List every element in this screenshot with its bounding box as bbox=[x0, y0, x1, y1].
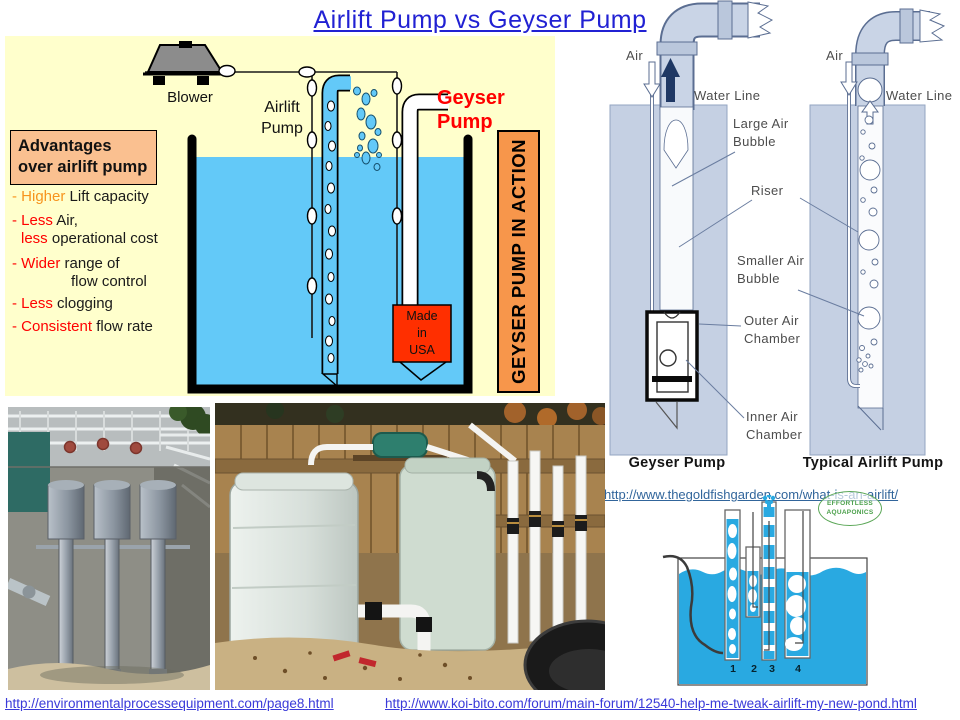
airlift-pump-pipe bbox=[321, 74, 351, 388]
water-line-label-right: Water Line bbox=[886, 88, 953, 103]
airlift-pump-art bbox=[840, 8, 946, 431]
tube-number-2: 2 bbox=[751, 663, 757, 675]
inner-air-chamber-label: Inner Air Chamber bbox=[746, 409, 803, 442]
bullet-highlight: - Wider bbox=[12, 255, 61, 272]
red-valve-handles bbox=[332, 650, 377, 668]
banner-label: GEYSER PUMP IN ACTION bbox=[507, 139, 529, 384]
advantage-bullet: less operational cost bbox=[21, 230, 158, 247]
water-line-label-left: Water Line bbox=[694, 88, 761, 103]
leader-lines bbox=[671, 151, 865, 419]
bullet-text: flow rate bbox=[92, 318, 153, 335]
large-air-bubble-label: Large Air Bubble bbox=[733, 116, 789, 149]
bullet-highlight: - Consistent bbox=[12, 318, 93, 335]
tube-1 bbox=[724, 509, 741, 661]
bullet-text: Air, bbox=[52, 212, 78, 229]
caption-typical-airlift-pump: Typical Airlift Pump bbox=[802, 455, 944, 471]
air-pump bbox=[372, 432, 428, 458]
bullet-highlight: less bbox=[21, 230, 48, 247]
blower-icon bbox=[143, 41, 233, 85]
geyser-pump-in-action-banner: GEYSER PUMP IN ACTION bbox=[497, 130, 540, 393]
geyser-pump-art bbox=[643, 0, 774, 430]
airlift-pump-label: Airlift Pump bbox=[261, 99, 303, 137]
advantages-box: Advantages over airlift pump bbox=[10, 130, 157, 185]
photo-industrial-airlift-pumps bbox=[8, 407, 210, 690]
made-in-usa-box bbox=[392, 304, 452, 381]
airlift-vs-geyser-diagram: Blower Airlift Pump Geyser Pump Advantag… bbox=[5, 36, 555, 396]
made-in-usa-label: Made in USA bbox=[406, 309, 438, 357]
advantage-bullet: - Higher Lift capacity bbox=[12, 188, 149, 205]
flow-up-arrow bbox=[661, 58, 680, 102]
geyser-pump-pipe bbox=[401, 93, 449, 307]
geyser-vs-airlift-cutaway-diagram bbox=[609, 0, 946, 456]
bullet-highlight: - Higher bbox=[12, 188, 66, 205]
outer-air-chamber-label: Outer Air Chamber bbox=[744, 313, 801, 346]
advantage-bullet: - Wider range of bbox=[12, 255, 120, 272]
small-bubbles bbox=[856, 115, 881, 373]
photo-backyard-airlift-setup bbox=[215, 403, 605, 690]
riser-label: Riser bbox=[751, 183, 784, 198]
geyser-pump-label: Geyser Pump bbox=[437, 87, 505, 133]
pump-columns bbox=[47, 480, 177, 678]
bullet-text: flow control bbox=[71, 273, 147, 290]
pipe-bubbles bbox=[324, 100, 336, 363]
barrel-right bbox=[399, 464, 496, 651]
koi-bito-forum-link[interactable]: http://www.koi-bito.com/forum/main-forum… bbox=[385, 696, 917, 711]
tube-number-4: 4 bbox=[795, 663, 801, 675]
bullet-text: operational cost bbox=[47, 230, 158, 247]
logo-line1: EFFORTLESS bbox=[827, 500, 873, 508]
tank-diagram-art bbox=[143, 41, 473, 394]
tube-number-3: 3 bbox=[769, 663, 775, 675]
tank-walls bbox=[187, 134, 473, 394]
tube-3 bbox=[761, 495, 777, 661]
line-couplers bbox=[218, 64, 403, 295]
advantage-bullet: - Consistent flow rate bbox=[12, 318, 153, 335]
caption-geyser-pump: Geyser Pump bbox=[628, 455, 726, 471]
bullet-text: Lift capacity bbox=[65, 188, 149, 205]
tube-number-1: 1 bbox=[730, 663, 736, 675]
bullet-text: range of bbox=[60, 255, 120, 272]
bullet-highlight: - Less bbox=[12, 295, 53, 312]
advantage-bullet: - Less clogging bbox=[12, 295, 113, 312]
advantage-bullet: - Less Air, bbox=[12, 212, 78, 229]
air-label-right: Air bbox=[826, 48, 844, 63]
air-hose bbox=[662, 554, 724, 655]
blower-label: Blower bbox=[167, 89, 213, 106]
environmentalprocessequipment-link[interactable]: http://environmentalprocessequipment.com… bbox=[5, 696, 334, 711]
bullet-highlight: - Less bbox=[12, 212, 53, 229]
spray bbox=[762, 495, 776, 508]
bullet-text: clogging bbox=[52, 295, 113, 312]
effortless-aquaponics-logo: EFFORTLESS AQUAPONICS bbox=[818, 491, 882, 526]
advantage-bullet: flow control bbox=[71, 273, 147, 290]
page-title: Airlift Pump vs Geyser Pump bbox=[313, 6, 647, 34]
spray-droplets bbox=[353, 86, 382, 171]
logo-line2: AQUAPONICS bbox=[826, 508, 874, 516]
tube-2 bbox=[745, 512, 761, 618]
tube-4 bbox=[784, 509, 811, 659]
airlift-variants-diagram bbox=[662, 495, 868, 686]
smaller-air-bubble-label: Smaller Air Bubble bbox=[737, 253, 805, 286]
air-label-left: Air bbox=[626, 48, 644, 63]
